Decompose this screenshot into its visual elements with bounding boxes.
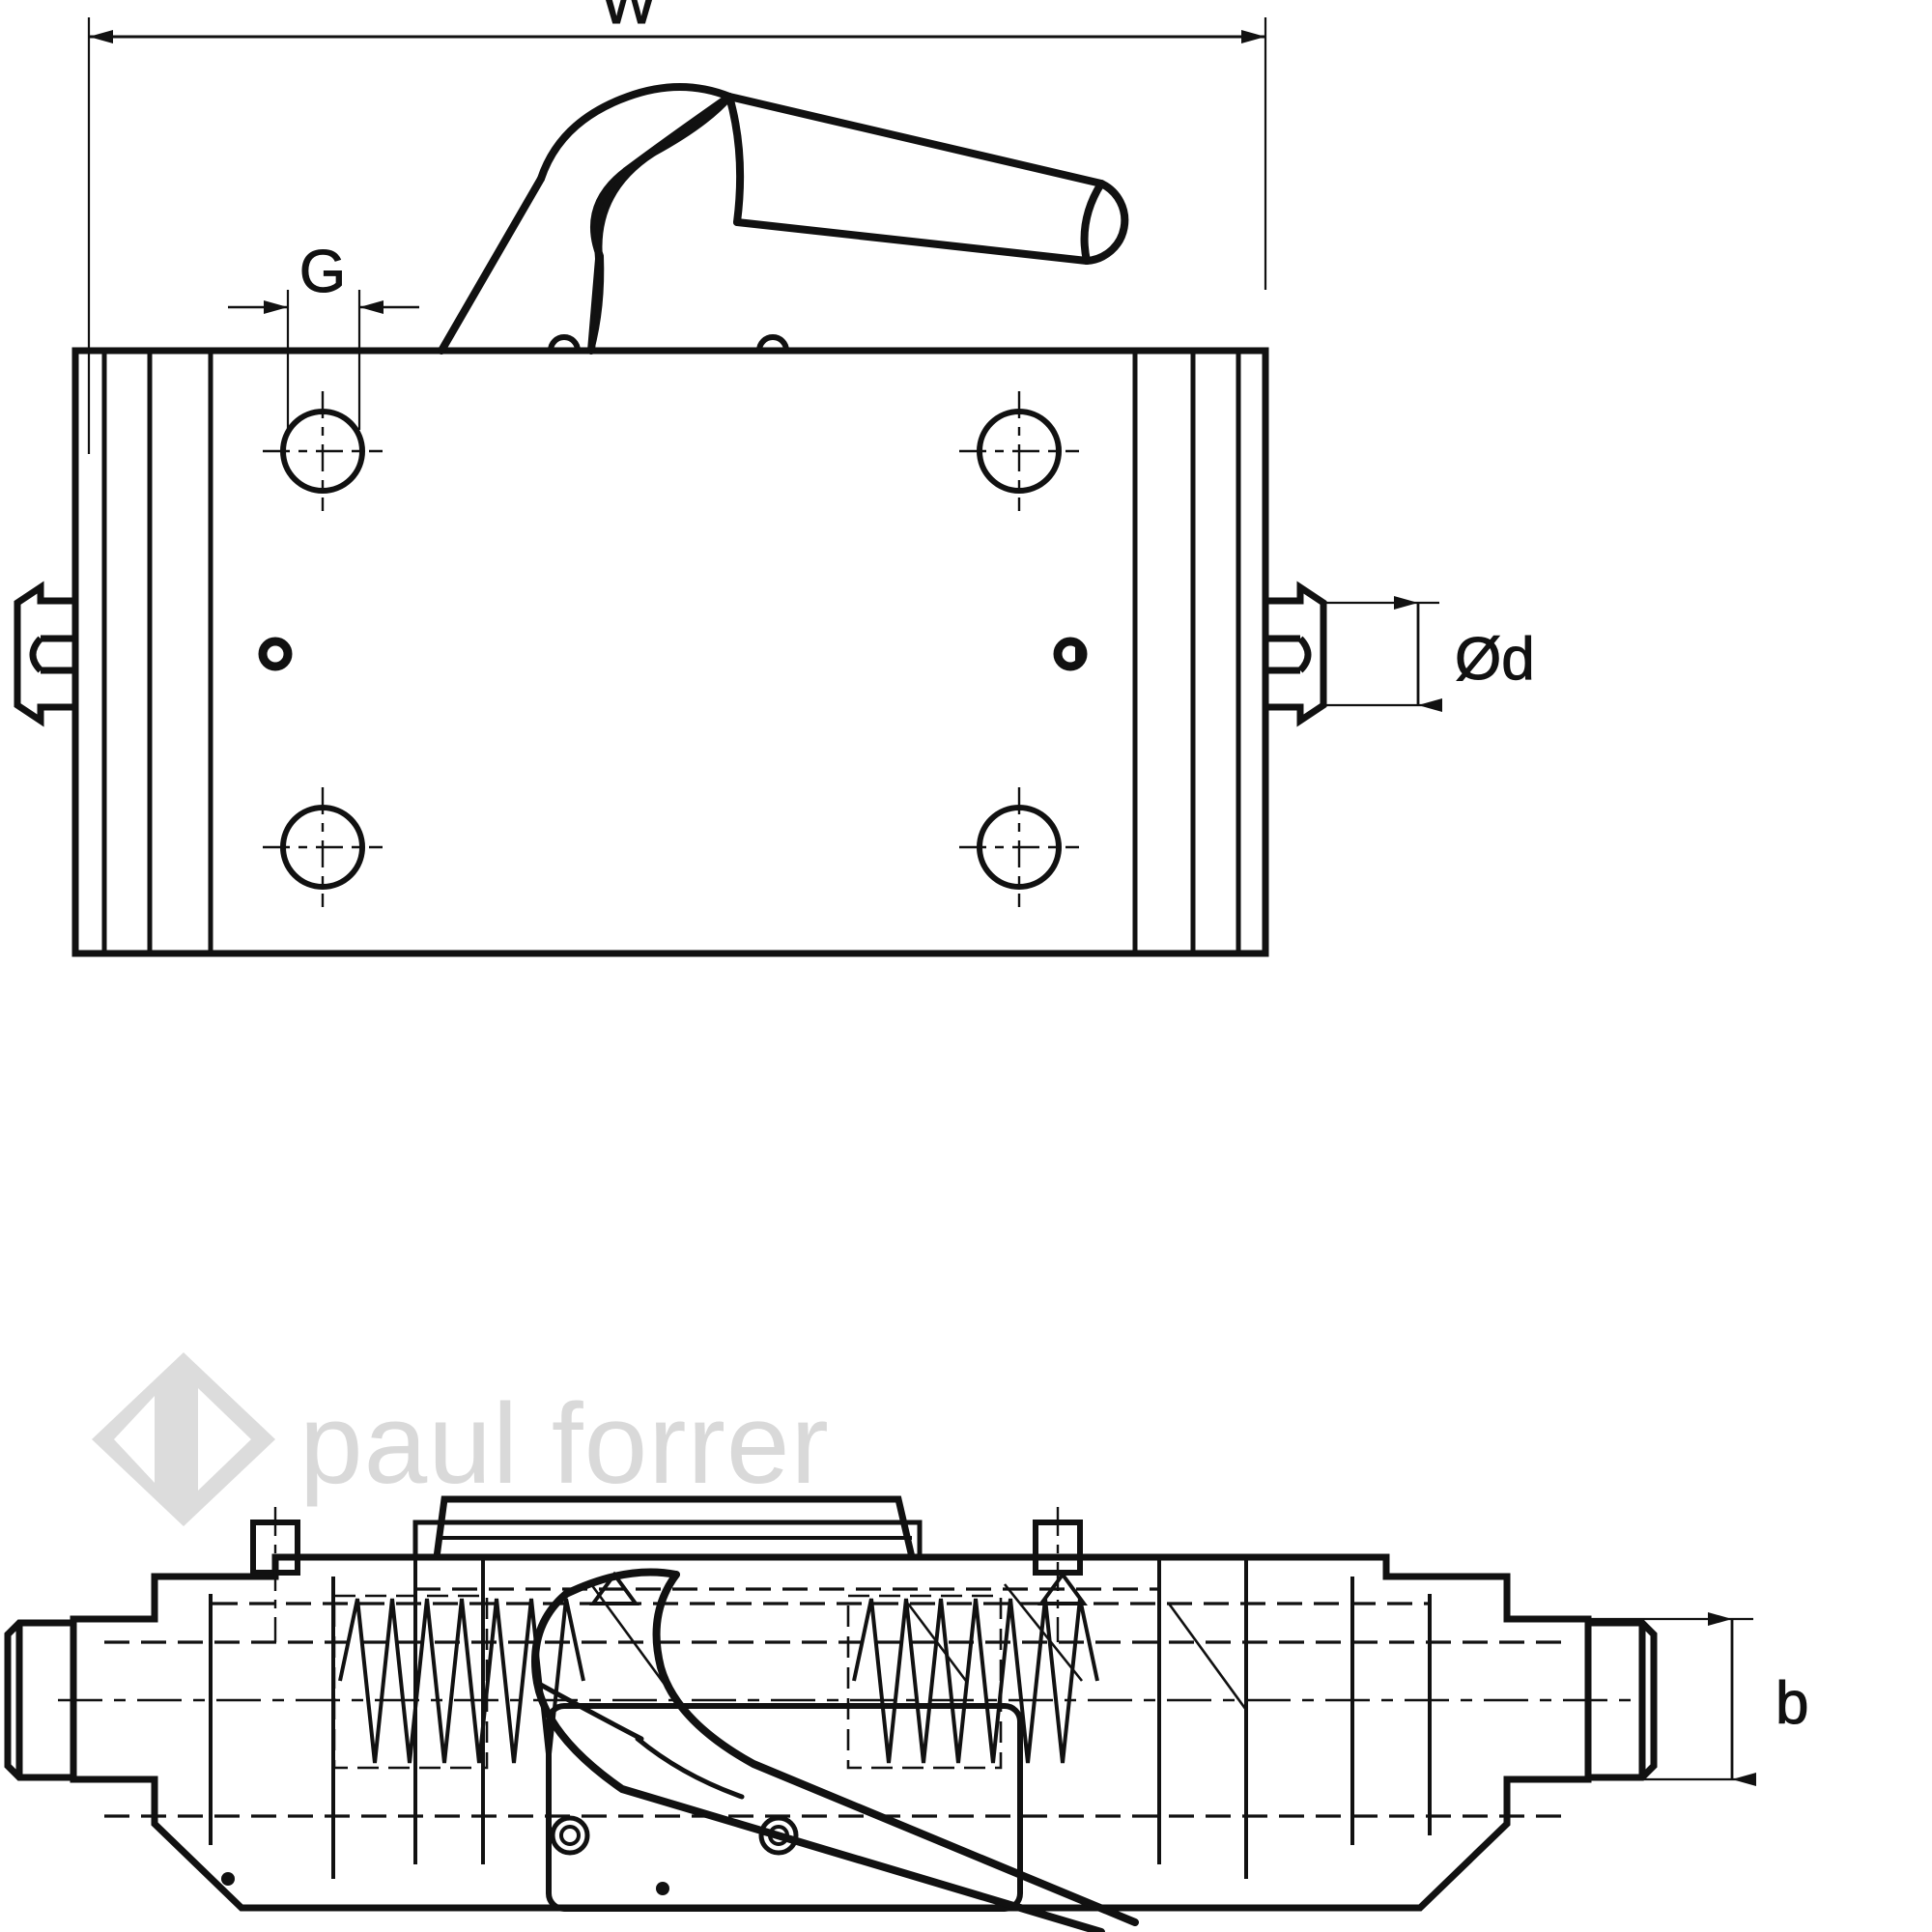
bolt-hole-top-left — [263, 391, 383, 511]
watermark-text: paul forrer — [299, 1380, 830, 1508]
body-left-ribs — [101, 354, 213, 951]
side-view: b — [4, 1495, 1809, 1932]
dimension-W — [87, 17, 1267, 454]
bolt-hole-top-right — [959, 391, 1079, 511]
side-lever-boss — [221, 1703, 1023, 1912]
pin-hole-left — [258, 637, 293, 671]
spring-right — [846, 1594, 1099, 1770]
dimension-label-W: W — [601, 0, 658, 37]
side-top-cap — [412, 1495, 923, 1558]
side-hex-stud-left — [4, 1619, 73, 1781]
body-right-ribs — [1132, 354, 1241, 951]
hex-stud-right — [1265, 581, 1327, 727]
dimension-b — [1588, 1612, 1756, 1786]
side-top-bolt-left — [250, 1507, 300, 1642]
side-chamfer-symbols — [589, 1571, 1088, 1605]
watermark: paul forrer — [92, 1352, 830, 1526]
dimension-label-G: G — [299, 239, 346, 305]
hex-stud-left — [14, 581, 75, 727]
top-view: W G — [14, 0, 1535, 957]
side-top-bolt-right — [1033, 1507, 1083, 1642]
dimension-label-Od: Ød — [1455, 626, 1535, 693]
lever-handle — [438, 83, 1129, 355]
side-lever-arm — [531, 1568, 1139, 1932]
dimension-Od — [1323, 596, 1442, 712]
side-hidden-edges — [104, 1587, 1565, 1818]
dimension-G — [228, 290, 419, 430]
pin-hole-right — [1053, 637, 1088, 671]
bolt-hole-bottom-left — [263, 787, 383, 907]
dimension-label-b: b — [1776, 1670, 1808, 1737]
diamond-arrow-logo-icon — [92, 1352, 275, 1526]
side-hex-stud-right — [1588, 1619, 1658, 1781]
bolt-hole-bottom-right — [959, 787, 1079, 907]
lever-pivot-detail — [548, 255, 789, 352]
